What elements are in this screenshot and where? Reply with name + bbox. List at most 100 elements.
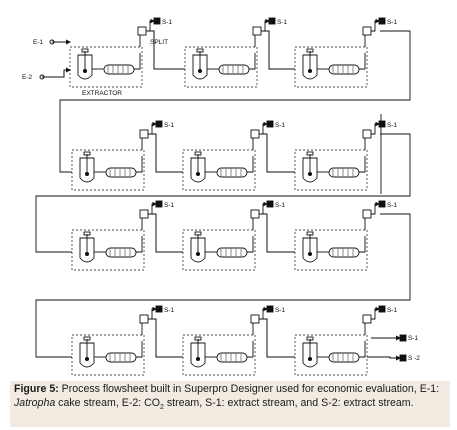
agitator-motor xyxy=(194,336,202,341)
exchanger-icon xyxy=(216,167,248,178)
internal-stream xyxy=(247,156,254,173)
extractor-module-0 xyxy=(69,17,161,88)
product-stream xyxy=(371,121,380,135)
stream-label-s1: S-1 xyxy=(277,19,288,26)
extractor-module-2 xyxy=(294,17,386,88)
exchanger-icon xyxy=(216,352,248,363)
recycle-stream xyxy=(148,318,183,358)
stream-label-s1: S-1 xyxy=(164,307,175,314)
final-stream-s2 xyxy=(367,355,401,361)
product-tank-icon xyxy=(378,305,386,313)
output-tank-s1 xyxy=(399,334,407,342)
exchanger-icon xyxy=(216,247,248,258)
product-stream xyxy=(148,306,157,320)
agitator-motor xyxy=(81,48,89,53)
exchanger-icon xyxy=(105,247,137,258)
caption-subscript: 2 xyxy=(160,404,164,412)
agitator-motor xyxy=(196,48,204,53)
product-stream xyxy=(146,18,155,32)
internal-stream xyxy=(247,236,254,253)
agitator-motor xyxy=(83,231,91,236)
vessel-icon xyxy=(77,54,93,80)
internal-stream xyxy=(136,341,143,358)
vessel-icon xyxy=(302,54,318,80)
product-stream xyxy=(259,201,268,215)
stream-label-e1: E-1 xyxy=(33,39,44,46)
internal-stream xyxy=(359,53,366,70)
extractor-module-9 xyxy=(71,305,163,376)
product-stream xyxy=(371,18,380,32)
stream-label-s1: S-1 xyxy=(387,202,398,209)
vessel-icon xyxy=(79,157,95,183)
splitter-icon xyxy=(250,129,260,139)
agitator-impeller xyxy=(84,251,90,257)
exchanger-icon xyxy=(328,352,360,363)
vessel-icon xyxy=(302,157,318,183)
stream-label-s1: S-1 xyxy=(275,307,286,314)
extractor-module-7 xyxy=(182,200,274,271)
agitator-impeller xyxy=(307,171,313,177)
splitter-icon xyxy=(139,129,149,139)
splitter-icon xyxy=(252,26,262,36)
product-stream xyxy=(261,18,270,32)
extractor-module-8 xyxy=(294,200,386,271)
stream-label-final-s1: S-1 xyxy=(408,335,419,342)
extractor-module-4 xyxy=(182,120,274,191)
agitator-impeller xyxy=(307,356,313,362)
stream-label-s1: S-1 xyxy=(164,202,175,209)
caption-text-2: cake stream, E-2: CO xyxy=(55,397,161,409)
recycle-stream xyxy=(259,318,295,358)
stream-label-s1: S-1 xyxy=(387,122,398,129)
vessel-icon xyxy=(190,157,206,183)
splitter-icon xyxy=(362,129,372,139)
unit-label-extractor: EXTRACTOR xyxy=(82,90,122,97)
agitator-impeller xyxy=(84,356,90,362)
agitator-motor xyxy=(194,151,202,156)
agitator-impeller xyxy=(84,171,90,177)
product-tank-icon xyxy=(266,305,274,313)
vessel-icon xyxy=(192,54,208,80)
recycle-stream xyxy=(148,213,183,253)
extractor-module-5 xyxy=(294,120,386,191)
agitator-motor xyxy=(306,48,314,53)
module-boundary xyxy=(184,46,258,88)
internal-stream xyxy=(359,341,366,358)
product-stream xyxy=(371,201,380,215)
stream-label-s1: S-1 xyxy=(162,19,173,26)
agitator-impeller xyxy=(82,68,88,74)
agitator-impeller xyxy=(195,251,201,257)
agitator-motor xyxy=(306,151,314,156)
extractor-module-11 xyxy=(294,305,386,376)
module-boundary xyxy=(71,149,145,191)
module-boundary xyxy=(294,46,368,88)
agitator-motor xyxy=(83,151,91,156)
recycle-stream xyxy=(259,213,295,253)
agitator-impeller xyxy=(197,68,203,74)
stream-label-s2: S -2 xyxy=(408,355,420,362)
product-stream xyxy=(259,306,268,320)
splitter-icon xyxy=(362,314,372,324)
transfer-stream xyxy=(59,30,411,173)
stream-label-s1: S-1 xyxy=(387,307,398,314)
module-boundary xyxy=(294,229,368,271)
splitter-icon xyxy=(139,314,149,324)
internal-stream xyxy=(247,341,254,358)
output-tank-s2 xyxy=(399,354,407,362)
product-tank-icon xyxy=(266,200,274,208)
splitter-icon xyxy=(250,314,260,324)
caption-text-3: stream, S-1: extract stream, and S-2: ex… xyxy=(163,397,414,409)
figure-label: Figure 5: xyxy=(14,383,59,395)
extractor-module-6 xyxy=(71,200,163,271)
caption-italic-word: Jatropha xyxy=(14,397,56,409)
internal-stream xyxy=(134,53,141,70)
stream-label-s1: S-1 xyxy=(387,19,398,26)
internal-stream xyxy=(359,236,366,253)
module-boundary xyxy=(182,334,256,376)
transfer-stream xyxy=(35,213,411,358)
feed-stream-e2 xyxy=(42,67,71,78)
module-boundary xyxy=(294,334,368,376)
agitator-impeller xyxy=(195,356,201,362)
agitator-impeller xyxy=(307,68,313,74)
splitter-icon xyxy=(250,209,260,219)
stream-label-s1: S-1 xyxy=(275,202,286,209)
